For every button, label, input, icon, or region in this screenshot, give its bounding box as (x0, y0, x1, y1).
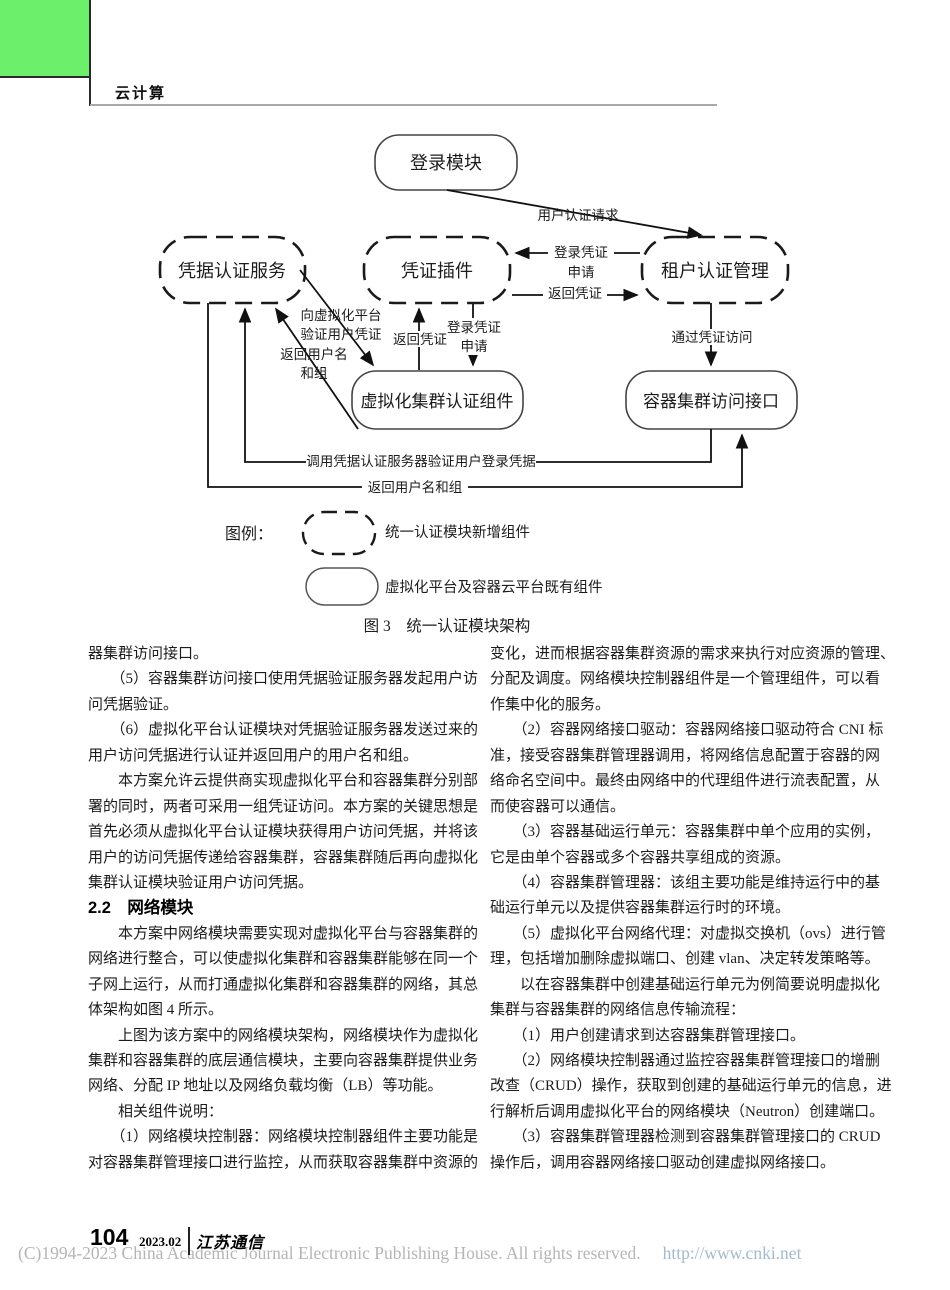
node-tenant-auth (640, 235, 790, 305)
legend-solid-shape (305, 567, 379, 606)
edge-login-cred-line2: 申请 (568, 265, 595, 280)
label-mask (543, 284, 607, 301)
body-line: 体架构如图 4 所示。 (88, 1002, 224, 1019)
label-mask (668, 329, 756, 345)
body-line: （2）网络模块控制器通过监控容器集群管理接口的增删 (490, 1053, 881, 1069)
body-line: 首先必须从虚拟化平台认证模块获得用户访问凭据，并将该 (88, 824, 479, 841)
copyright-text: (C)1994-2023 China Academic Journal Elec… (18, 1243, 641, 1263)
label-mask (548, 240, 614, 282)
node-login-label: 登录模块 (410, 153, 482, 173)
architecture-diagram: 登录模块 凭据认证服务 凭证插件 租户认证管理 虚拟化集群认证组件 容器集群访问… (158, 134, 798, 635)
body-line: 子网上运行，从而打通虚拟化集群和容器集群的网络，其总 (88, 976, 479, 993)
label-mask (391, 331, 449, 347)
body-line: 上图为该方案中的网络模块架构，网络模块作为虚拟化 (88, 1027, 479, 1044)
node-credential-plugin (362, 235, 512, 305)
body-line: 改查（CRUD）操作，获取到创建的基础运行单元的信息，进 (490, 1078, 892, 1095)
edge-return-user-line2: 和组 (301, 366, 328, 381)
body-line: 集群认证模块验证用户访问凭据。 (88, 874, 314, 891)
edge-login-cred-v-line2: 申请 (461, 339, 488, 354)
edge-user-auth-request: 用户认证请求 (538, 207, 619, 223)
footer-divider (188, 1227, 190, 1255)
body-line: 问凭据验证。 (88, 696, 179, 713)
body-line: 分配及调度。网络模块控制器组件是一个管理组件，可以看 (490, 671, 881, 688)
body-line: 以在容器集群中创建基础运行单元为例简要说明虚拟化 (490, 976, 881, 993)
node-credential-plugin-label: 凭证插件 (401, 261, 473, 281)
figure-caption: 图 3 统一认证模块架构 (364, 617, 531, 635)
body-line: 网络进行整合，可以使虚拟化集群和容器集群能够在同一个 (88, 951, 479, 968)
body-line: 络命名空间中。最终由网络中的代理组件进行流表配置，从 (490, 773, 881, 790)
body-line: 作集中化的服务。 (490, 696, 611, 713)
left-column: 器集群访问接口。 （5）容器集群访问接口使用凭据验证服务器发起用户访 问凭据验证… (88, 642, 479, 1176)
node-tenant-auth-label: 租户认证管理 (661, 261, 769, 281)
edge-access-via-cred: 通过凭证访问 (672, 330, 753, 345)
edge-verify-to-virt-line1: 向虚拟化平台 (301, 308, 382, 323)
legend-title: 图例： (225, 525, 273, 543)
page-number: 104 (90, 1224, 129, 1250)
body-line: 对容器集群管理接口进行监控，从而获取容器集群中资源的 (88, 1154, 479, 1171)
edge-verify-to-virt-line2: 验证用户凭证 (301, 326, 382, 342)
body-line: 署的同时，两者可采用一组凭证访问。本方案的关键思想是 (88, 798, 479, 815)
legend-new-component-label: 统一认证模块新增组件 (385, 524, 530, 541)
node-virt-cluster-auth (351, 370, 524, 430)
issue-number: 2023.02 (139, 1234, 182, 1249)
node-container-access-label: 容器集群访问接口 (643, 392, 779, 411)
body-line: （2）容器网络接口驱动：容器网络接口驱动符合 CNI 标 (490, 722, 884, 739)
body-line: 础运行单元以及提供容器集群运行时的环境。 (490, 900, 791, 917)
body-line: 相关组件说明： (88, 1103, 224, 1120)
edge-return-cred: 返回凭证 (548, 286, 602, 301)
body-line: （5）容器集群访问接口使用凭据验证服务器发起用户访 (88, 671, 479, 688)
body-line: 用户的访问凭据传递给容器集群，容器集群随后再向虚拟化 (88, 849, 479, 866)
body-line: 用户访问凭据进行认证并返回用户的用户名和组。 (88, 747, 419, 764)
body-line: （1）网络模块控制器：网络模块控制器组件主要功能是 (88, 1129, 479, 1146)
header-rule (90, 104, 717, 106)
edge-return-cred-vertical: 返回凭证 (393, 332, 447, 347)
edge-login-cred-v-line1: 登录凭证 (447, 320, 501, 335)
legend-existing-component-label: 虚拟化平台及容器云平台既有组件 (385, 579, 603, 596)
body-line: 而使容器可以通信。 (490, 798, 626, 815)
corner-rule-vertical (89, 0, 91, 106)
node-login (374, 134, 518, 191)
right-column: 变化，进而根据容器集群资源的需求来执行对应资源的管理、 分配及调度。网络模块控制… (490, 642, 896, 1176)
body-line: （1）用户创建请求到达容器集群管理接口。 (490, 1027, 806, 1044)
body-line: 器集群访问接口。 (88, 646, 209, 662)
body-line: 集群和容器集群的底层通信模块，主要向容器集群提供业务 (88, 1053, 479, 1069)
node-credential-service (158, 235, 307, 305)
edge-login-cred-line1: 登录凭证 (554, 245, 608, 260)
body-line: 行解析后调用虚拟化平台的网络模块（Neutron）创建端口。 (490, 1103, 885, 1120)
watermark: (C)1994-2023 China Academic Journal Elec… (18, 1243, 801, 1264)
edge-return-user-group: 返回用户名和组 (368, 479, 463, 495)
body-line: 本方案中网络模块需要实现对虚拟化平台与容器集群的 (88, 925, 479, 942)
arrow-credservice-to-virtauth (299, 269, 375, 367)
legend-dashed-shape (301, 510, 377, 556)
node-credential-service-label: 凭据认证服务 (178, 261, 286, 281)
body-line: 本方案允许云提供商实现虚拟化平台和容器集群分别部 (88, 773, 479, 790)
body-line: 准，接受容器集群管理器调用，将网络信息配置于容器的网 (490, 747, 881, 764)
body-line: 操作后，调用容器网络接口驱动创建虚拟网络接口。 (490, 1154, 836, 1171)
edge-return-user-line1: 返回用户名 (280, 346, 348, 362)
body-line: （6）虚拟化平台认证模块对凭据验证服务器发送过来的 (88, 722, 479, 739)
edge-call-cred-server: 调用凭据认证服务器验证用户登录凭据 (306, 453, 536, 469)
body-line: （3）容器基础运行单元：容器集群中单个应用的实例， (490, 824, 881, 841)
section-header: 云计算 (115, 85, 167, 102)
body-line: 变化，进而根据容器集群资源的需求来执行对应资源的管理、 (490, 646, 896, 662)
body-line: （5）虚拟化平台网络代理：对虚拟交换机（ovs）进行管 (490, 925, 886, 942)
label-mask (306, 452, 536, 469)
label-mask (446, 318, 503, 355)
body-line: 理，包括增加删除虚拟端口、创建 vlan、决定转发策略等。 (490, 951, 880, 968)
arrow-credservice-to-container (207, 303, 749, 488)
section-heading: 2.2 网络模块 (88, 899, 194, 918)
arrow-login-to-tenant (446, 189, 703, 239)
node-virt-cluster-auth-label: 虚拟化集群认证组件 (361, 392, 514, 411)
highlight-block (0, 0, 90, 77)
label-mask (362, 478, 468, 495)
body-line: 集群与容器集群的网络信息传输流程： (490, 1002, 746, 1019)
body-line: 网络、分配 IP 地址以及网络负载均衡（LB）等功能。 (88, 1078, 443, 1095)
cnki-url: http://www.cnki.net (662, 1243, 802, 1263)
body-line: 它是由单个容器或多个容器共享组成的资源。 (490, 849, 791, 866)
body-line: （4）容器集群管理器：该组主要功能是维持运行中的基 (490, 874, 881, 891)
journal-logo: 江苏通信 (196, 1235, 265, 1252)
body-line: （3）容器集群管理器检测到容器集群管理接口的 CRUD (490, 1129, 881, 1146)
arrow-virtauth-to-credservice (274, 307, 359, 430)
corner-rule-horizontal (0, 76, 91, 78)
